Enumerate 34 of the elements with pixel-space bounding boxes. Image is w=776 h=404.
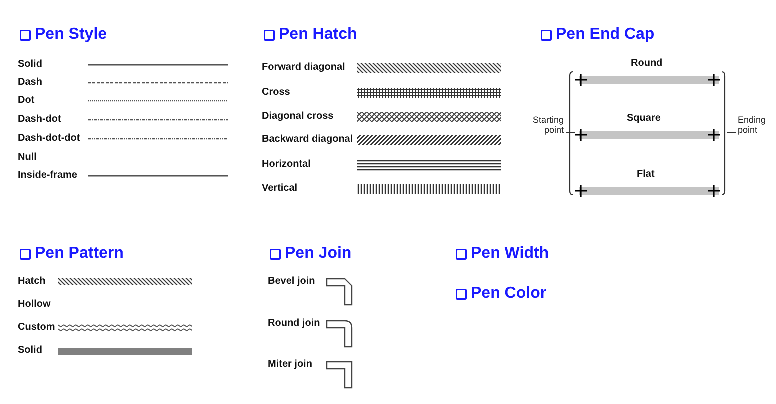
item-label: Vertical bbox=[262, 183, 298, 195]
item-label: Null bbox=[18, 152, 37, 164]
item-label: Solid bbox=[18, 59, 42, 71]
item-label: Custom bbox=[18, 322, 56, 334]
item-label: Hollow bbox=[18, 299, 51, 311]
item-label: Dot bbox=[18, 95, 35, 107]
item-label: Dash bbox=[18, 77, 42, 89]
section-heading: Pen Color bbox=[471, 285, 547, 303]
item-label: Cross bbox=[262, 87, 290, 99]
point-label: Ending point bbox=[738, 115, 774, 135]
item-label: Dash-dot bbox=[18, 114, 62, 126]
section-heading: Pen Join bbox=[285, 245, 352, 263]
section-heading: Pen Pattern bbox=[35, 245, 124, 263]
item-label: Solid bbox=[18, 345, 42, 357]
section-heading: Pen Hatch bbox=[279, 26, 358, 44]
cap-label: Round bbox=[631, 58, 663, 70]
item-label: Inside-frame bbox=[18, 170, 78, 182]
item-label: Diagonal cross bbox=[262, 111, 334, 123]
item-label: Backward diagonal bbox=[262, 134, 354, 146]
section-heading: Pen Style bbox=[35, 26, 108, 44]
item-label: Round join bbox=[268, 318, 320, 330]
cap-label: Flat bbox=[637, 169, 655, 181]
item-label: Hatch bbox=[18, 276, 46, 288]
item-label: Bevel join bbox=[268, 276, 316, 288]
item-label: Dash-dot-dot bbox=[18, 133, 80, 145]
leader-line bbox=[726, 132, 736, 134]
cap-label: Square bbox=[627, 113, 661, 125]
item-label: Horizontal bbox=[262, 159, 311, 171]
leader-line bbox=[566, 132, 576, 134]
item-label: Forward diagonal bbox=[262, 62, 346, 74]
point-label: Starting point bbox=[528, 115, 564, 135]
section-heading: Pen End Cap bbox=[556, 26, 655, 44]
section-heading: Pen Width bbox=[471, 245, 550, 263]
item-label: Miter join bbox=[268, 359, 312, 371]
